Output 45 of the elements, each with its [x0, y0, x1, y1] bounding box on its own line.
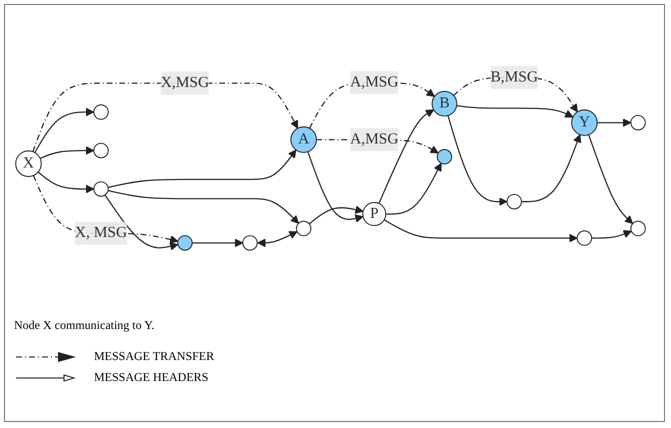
- arrow: [104, 194, 178, 250]
- node-circle: B: [432, 90, 458, 117]
- node-circle: [93, 142, 109, 158]
- edge-label: B,MSG: [490, 68, 538, 86]
- arrow: [521, 134, 582, 202]
- node-circle: P: [362, 202, 386, 226]
- node-circle: [506, 194, 522, 210]
- edge-label: A,MSG: [350, 130, 398, 148]
- node-circle: [242, 235, 258, 251]
- legend-text: MESSAGE TRANSFER: [94, 349, 214, 364]
- arrow: [307, 152, 364, 223]
- arrow: [384, 219, 578, 242]
- node-circle: [576, 230, 592, 246]
- node-circle: [436, 149, 452, 164]
- edge-label: A,MSG: [350, 74, 398, 90]
- arrow: [108, 190, 299, 224]
- node-circle: [93, 181, 109, 197]
- edge-label: X, MSG: [74, 224, 128, 241]
- arrow: [456, 105, 574, 118]
- arrow: [378, 109, 434, 204]
- arrow: [257, 231, 298, 248]
- edge-label: X,MSG: [160, 74, 210, 91]
- arrow: [192, 238, 244, 248]
- node-circle: [630, 114, 646, 130]
- arrow: [32, 175, 178, 244]
- arrow: [108, 150, 296, 188]
- arrow: [588, 134, 634, 224]
- legend-text: MESSAGE HEADERS: [94, 370, 208, 385]
- node-circle: [296, 220, 312, 236]
- arrow: [32, 82, 298, 152]
- arrow: [34, 108, 94, 153]
- node-circle: [93, 104, 109, 120]
- node-circle: X: [15, 150, 42, 177]
- node-circle: [630, 220, 646, 236]
- node-circle: [177, 235, 193, 251]
- arrow: [308, 206, 364, 224]
- arrow: [597, 118, 632, 127]
- arrow: [447, 115, 508, 206]
- arrow: [386, 162, 442, 215]
- node-circle: A: [290, 126, 317, 153]
- node-circle: Y: [571, 109, 598, 136]
- arrow: [40, 146, 94, 160]
- arrow: [592, 230, 632, 239]
- note-text: Node X communicating to Y.: [14, 318, 154, 333]
- arrow: [38, 172, 94, 194]
